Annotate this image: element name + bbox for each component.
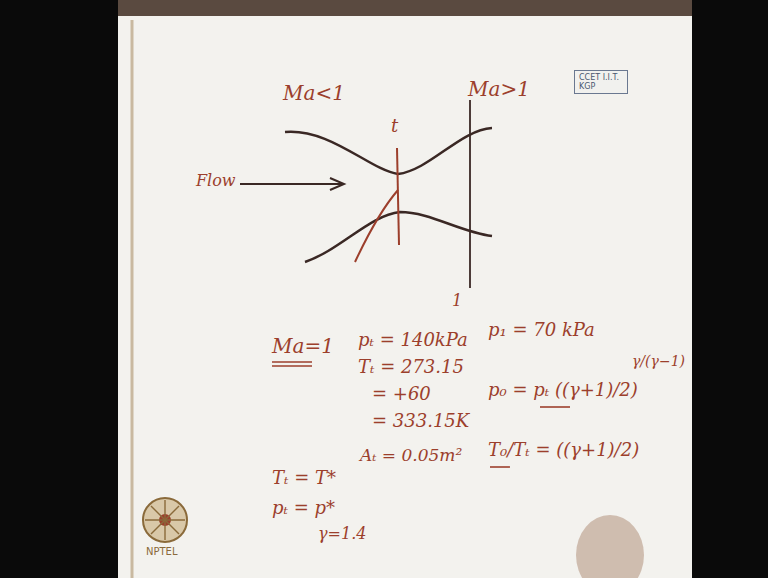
handwritten-note: p₁ = 70 kPa	[488, 320, 595, 340]
handwritten-note: t	[391, 116, 398, 136]
handwritten-note: Tₜ = 273.15	[358, 357, 464, 377]
handwritten-note: Ma=1	[272, 335, 334, 357]
stamp-box: CCET I.I.T. KGP	[574, 70, 628, 94]
handwritten-note: Tₜ = T*	[272, 468, 336, 488]
handwritten-note: pₜ = p*	[272, 498, 335, 518]
handwritten-note: pₜ = 140kPa	[358, 330, 468, 350]
handwritten-note: γ/(γ−1)	[632, 354, 685, 369]
handwritten-note: γ=1.4	[318, 525, 366, 543]
handwritten-note: p₀ = pₜ ((γ+1)/2)	[488, 380, 638, 400]
handwritten-note: = +60	[372, 384, 431, 404]
handwritten-note: T₀/Tₜ = ((γ+1)/2)	[488, 440, 639, 460]
stamp-text: CCET I.I.T. KGP	[579, 73, 623, 91]
handwritten-note: = 333.15K	[372, 411, 469, 431]
nptel-logo	[143, 498, 187, 542]
handwritten-note: Flow	[196, 172, 236, 190]
logo-text: NPTEL	[146, 546, 178, 557]
handwritten-note: Aₜ = 0.05m²	[360, 446, 462, 465]
handwritten-note: Ma>1	[468, 78, 530, 100]
handwritten-note: 1	[452, 292, 462, 310]
handwritten-note: Ma<1	[283, 82, 345, 104]
